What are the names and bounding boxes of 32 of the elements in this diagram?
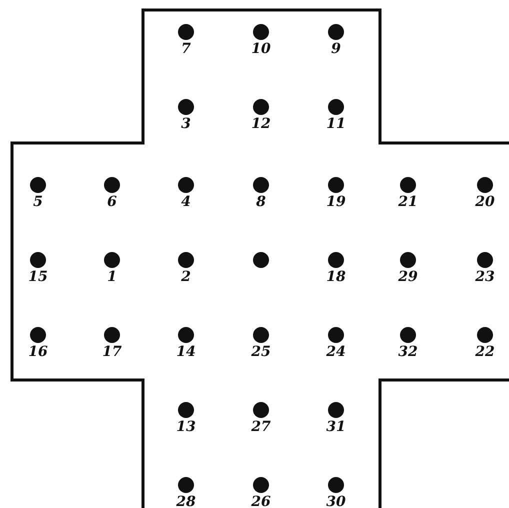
hole-number: 23	[475, 270, 495, 285]
hole-number: 16	[28, 345, 48, 360]
hole-number: 13	[176, 420, 196, 435]
hole-number: 24	[326, 345, 346, 360]
hole-number: 6	[107, 195, 117, 210]
hole-number: 14	[176, 345, 196, 360]
hole-number: 20	[475, 195, 495, 210]
hole-number: 10	[251, 42, 271, 57]
hole-number: 4	[181, 195, 191, 210]
hole-number: 31	[326, 420, 346, 435]
hole-number: 19	[326, 195, 346, 210]
hole-number: 29	[398, 270, 418, 285]
hole-number: 18	[326, 270, 346, 285]
hole-number: 11	[326, 117, 346, 132]
hole-number: 9	[331, 42, 341, 57]
hole-number: 12	[251, 117, 271, 132]
hole-number: 27	[251, 420, 271, 435]
hole-number: 32	[398, 345, 418, 360]
hole-number: 15	[28, 270, 48, 285]
hole-number: 26	[251, 495, 271, 508]
hole-number: 22	[475, 345, 495, 360]
hole-number: 17	[102, 345, 122, 360]
hole-number: 5	[33, 195, 43, 210]
hole-number: 2	[181, 270, 191, 285]
hole-number: 1	[107, 270, 117, 285]
hole-number: 8	[256, 195, 266, 210]
hole-number: 3	[181, 117, 191, 132]
hole-number: 7	[181, 42, 191, 57]
hole-number: 21	[398, 195, 418, 210]
hole-number: 25	[251, 345, 271, 360]
hole-number: 30	[326, 495, 346, 508]
hole-number: 28	[176, 495, 196, 508]
